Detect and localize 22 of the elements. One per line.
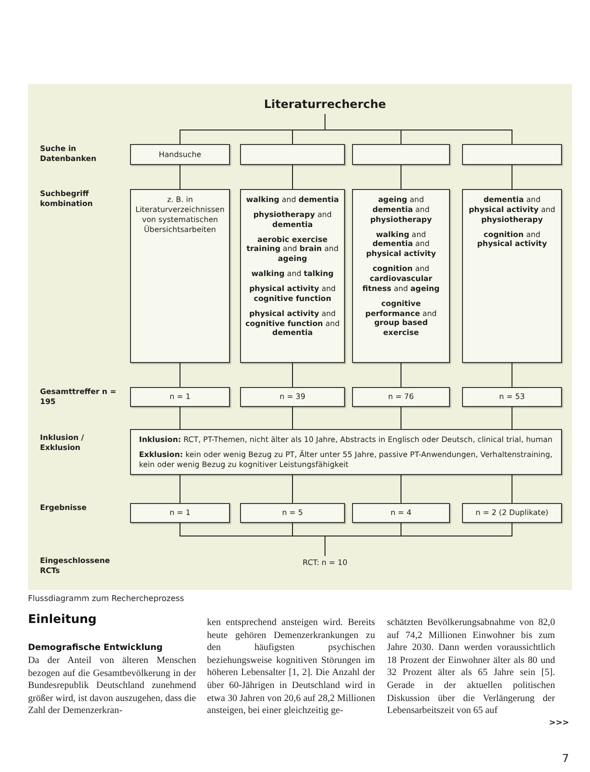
process-box [240,144,345,165]
body-paragraph: Da der Anteil von älteren Menschen bezogen auf die Gesamtbevölkerung in der Bundesrepublik Deutschland zunehmend größer wird, ist davon auszugehen, dass die Zahl der Demenzerkran- [28,655,196,718]
page-number: 7 [562,752,569,765]
figure-caption: Flussdiagramm zum Rechercheprozess [28,594,184,603]
subsection-heading: Demografische Entwicklung [28,643,163,653]
flow-text: Literaturrecherche [264,94,386,114]
connector-line [292,406,293,430]
connector-line [292,362,293,388]
connector-line [400,362,402,388]
connector-line [324,522,512,556]
connector-line [292,474,293,504]
connector-line [400,164,402,190]
connector-line [292,164,293,190]
body-paragraph: ken entsprechend ansteigen wird. Bereits heute gehören Demenzerkrankungen zu den häufigsten psychischen beziehungsweise kognitiven Störungen im höheren Lebensalter [1, 2]. Die Anzahl der über 60-Jährigen in Deutschland wird in etwa 30 Jahren von 20,6 auf 28,2 Millionen ansteigen, bei einer gleichzeitig ge- [207,617,375,718]
connector-line [400,474,402,504]
section-heading: Einleitung [28,612,97,626]
connector-line [400,406,402,430]
process-box [462,144,562,165]
continuation-mark: >>> [549,718,570,727]
body-paragraph: schätzten Bevölkerungsabnahme von 82,0 auf 74,2 Millionen Einwohner bis zum Jahre 2030. Dann werden voraussichtlich 18 Prozent der Einwohner älter als 80 und 32 Prozent älter als 65 Jahre sein [5]. Gerade in der aktuellen politischen Diskussion über die Verlängerung der Lebensarbeitszeit von 65 auf [387,617,555,718]
connector-line [324,114,512,144]
process-box [352,144,450,165]
